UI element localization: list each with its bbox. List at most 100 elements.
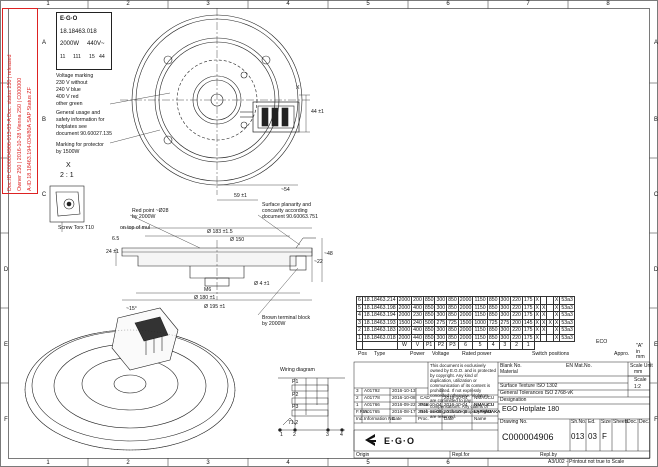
variant-cell: 850 (486, 333, 500, 342)
detail-x-letter: X (66, 162, 71, 169)
scale-label: Scale (634, 377, 647, 383)
sheets-label: Sheets (613, 419, 629, 425)
plate-voltage: 440V~ (87, 41, 105, 47)
variant-cell: 725 (446, 318, 459, 327)
variant-cell: 18.18463.018 (361, 333, 398, 342)
variant-cell: 850 (486, 311, 500, 320)
variant-cell: 1150 (472, 326, 488, 335)
variant-cell: 850 (446, 326, 459, 335)
voltage-marking-title: Voltage marking (56, 73, 94, 79)
size-value: F (602, 432, 607, 441)
zone-col-2-bottom: 2 (126, 460, 130, 466)
planarity-line-1: Surface planarity and (262, 202, 312, 208)
designation-label: Designation (500, 397, 527, 403)
drawing-no-label: Drawing No. (500, 419, 528, 425)
variant-cell: 220 (510, 296, 523, 305)
variant-cell: 18.18463.214 (361, 296, 398, 305)
dim-6-5: 6.5 (112, 236, 120, 242)
protector-symbol-label: 71.2 (288, 420, 299, 426)
variant-cell: 200 (411, 296, 424, 305)
revision-info: A01778 (364, 395, 380, 400)
zone-col-3: 3 (206, 1, 210, 7)
variant-cell: 400 (411, 326, 424, 335)
approval-cad-dates: 2016-10-04 (444, 402, 468, 407)
zone-col-6: 6 (446, 1, 450, 7)
variant-cell: 220 (510, 333, 523, 342)
dim-183: Ø 183 ±1.5 (207, 229, 233, 235)
plate-power: 2000W (60, 41, 80, 47)
dim-44: 44 ±1 (311, 109, 324, 115)
variant-cell: 230 (411, 311, 424, 320)
surface-texture: Surface Texture ISO 1302 (500, 383, 558, 389)
zone-col-1-bottom: 1 (46, 460, 50, 466)
variant-cell: 240 (411, 318, 424, 327)
variant-cell: 300 (498, 333, 512, 342)
variant-cell: 2000 (396, 296, 413, 305)
repl-by-label: Repl.by (540, 452, 557, 458)
wiring-p2: P2 (292, 392, 299, 398)
dim-top-x: X (296, 85, 300, 91)
zone-row-d-left: D (3, 267, 9, 273)
unit-cell: 3 (498, 341, 512, 350)
revision-date2: 2016-10-04 (418, 402, 442, 407)
col-eco: ECO (596, 339, 608, 345)
variant-cell: 2000 (396, 333, 413, 342)
voltage-line-2: 240 V blue (56, 87, 81, 93)
sheet-no-label: Sh.No. (571, 419, 587, 425)
approval-cad-labels: Rel. (420, 409, 429, 414)
unit-cell: P3 (446, 341, 459, 350)
terminal-line-2: by 2000W (262, 321, 286, 327)
voltage-line-1: 230 V without (56, 80, 88, 86)
revision-header: Information No. (364, 416, 396, 421)
variant-cell: X (552, 333, 561, 342)
dim-top-of-mul: on top of mul (120, 225, 150, 231)
revision-header: Proc. (418, 416, 429, 421)
approval-cad-dates: 2016-10-05 (444, 409, 468, 414)
variant-cell: 220 (510, 311, 523, 320)
zone-col-7: 7 (526, 1, 530, 7)
planarity-line-3: document 90.60063.751 (262, 214, 318, 220)
material-label: Material (500, 369, 518, 375)
zone-col-3-bottom: 3 (206, 460, 210, 466)
variant-cell: 53a3 (559, 296, 575, 305)
approval-cad-names: LAPANJAKA (474, 409, 501, 414)
safety-line-1: General usage and (56, 110, 101, 116)
variant-cell: 850 (486, 303, 500, 312)
zone-row-a-right: A (653, 40, 658, 46)
variant-cell: 1150 (472, 311, 488, 320)
edition-value: 03 (588, 432, 597, 441)
variant-cell: 275 (498, 318, 512, 327)
revision-info: A01765 (364, 409, 380, 414)
dim-180: Ø 180 ±1 (194, 295, 216, 301)
unit-cell: 1 (521, 341, 535, 350)
approval-cad-names: NMAUCU (474, 402, 495, 407)
variant-cell: 300 (498, 296, 512, 305)
variant-cell: 175 (521, 333, 535, 342)
wiring-terminal-3: 3 (326, 432, 329, 438)
size-label: Size (601, 419, 611, 425)
zone-row-d-right: D (653, 267, 658, 273)
zone-col-4-bottom: 4 (286, 460, 290, 466)
wiring-terminal-1: 1 (280, 432, 283, 438)
variant-cell: 2000 (396, 326, 413, 335)
variant-cell: 53a3 (559, 318, 575, 327)
variant-cell: 18.18463.194 (361, 311, 398, 320)
variant-cell: 18.18463.193 (361, 318, 398, 327)
approval-cad-labels: CAD (420, 395, 430, 400)
variant-cell: 400 (411, 303, 424, 312)
variant-cell: 145 (521, 318, 535, 327)
origin-label: Origin (356, 452, 370, 458)
dim-48: ~48 (324, 251, 333, 257)
plate-part-number: 18.18463.018 (60, 29, 97, 35)
variant-cell: 850 (446, 296, 459, 305)
variant-cell: 850 (422, 333, 436, 342)
col-appro: Appro. (614, 351, 630, 357)
zone-row-e-right: E (653, 342, 658, 348)
revision-header: Name (474, 416, 487, 421)
doc-label: Doc. (627, 419, 638, 425)
variant-cell: 2000 (396, 303, 413, 312)
zone-col-6-bottom: 6 (446, 460, 450, 466)
wiring-p3: P3 (292, 404, 299, 410)
